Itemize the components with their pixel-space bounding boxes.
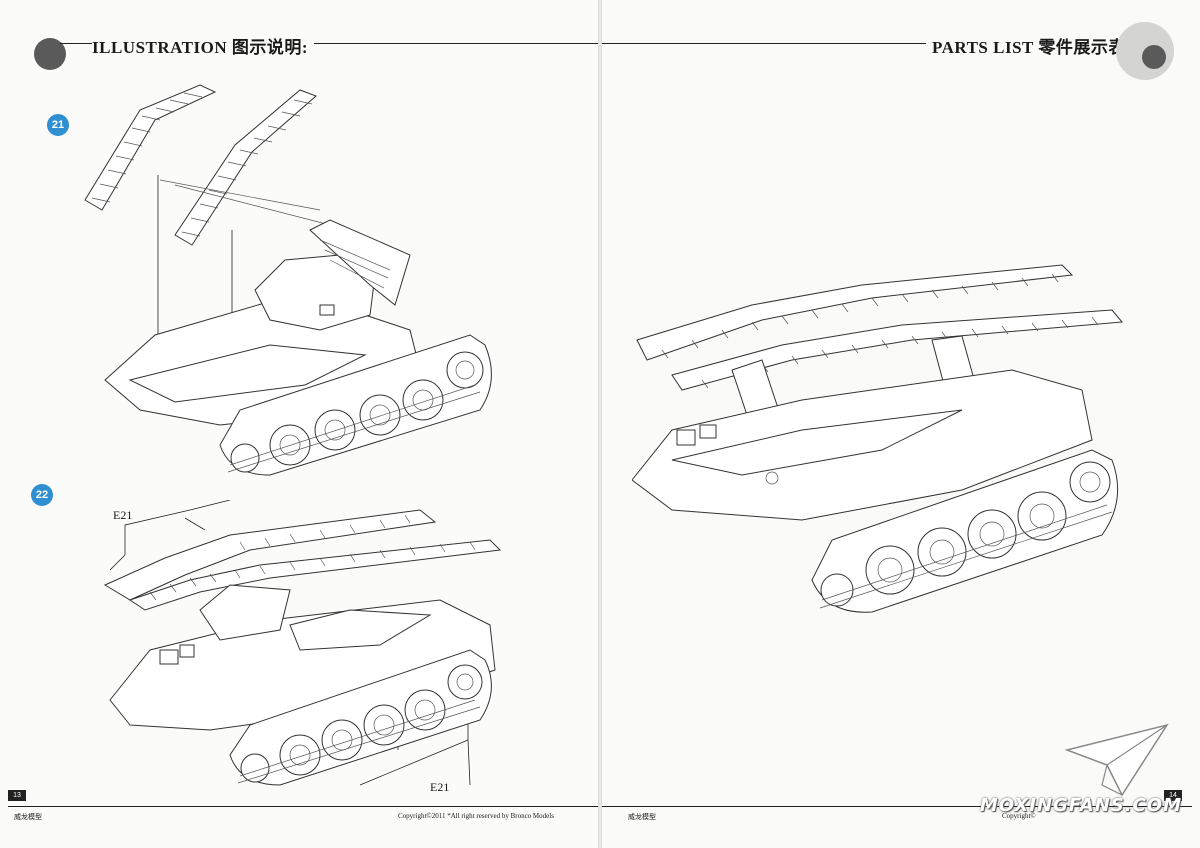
part-callout-line [109, 500, 231, 571]
footer-brand: 威龙模型 [628, 813, 656, 821]
footer-brand: 威龙模型 [14, 813, 42, 821]
footer-rule [602, 806, 1192, 807]
bridge-deck [103, 509, 502, 611]
track-assembly [219, 334, 492, 476]
page-number: 14 [1164, 790, 1182, 801]
part-label-e21-top: E21 [113, 508, 133, 522]
footer-copyright: Copyright© [1002, 812, 1036, 820]
right-page: PARTS LIST 零件展示表: [602, 0, 1200, 848]
footer-copyright: Copyright©2011 *All right reserved by Br… [398, 812, 554, 820]
step-22-illustration [103, 500, 502, 786]
step-badge-22: 22 [31, 484, 53, 506]
header-rule [602, 43, 1122, 44]
step-badge-21: 21 [47, 114, 69, 136]
track-assembly [229, 649, 492, 786]
header-rule [60, 43, 598, 44]
track-assembly [811, 449, 1119, 613]
tank-hull-bridgelayer [632, 369, 1093, 521]
footer-rule [8, 806, 598, 807]
part-label-e21-bottom: E21 [430, 780, 450, 794]
parts-list-illustration [632, 264, 1123, 613]
page-title: PARTS LIST 零件展示表: [926, 33, 1138, 58]
left-page: ILLUSTRATION 图示说明: 21 22 [0, 0, 598, 848]
page-number: 13 [8, 790, 26, 801]
bridge-ramp-left [84, 84, 217, 211]
page-title: ILLUSTRATION 图示说明: [92, 33, 315, 58]
step-21-illustration [84, 84, 492, 476]
bridge-ramp-right [174, 89, 317, 246]
watermark-text: MOXINGFANS.COM [979, 795, 1182, 816]
page-gutter [598, 0, 602, 848]
header-circle-icon [1142, 45, 1166, 69]
paper-plane-icon [1064, 723, 1169, 797]
